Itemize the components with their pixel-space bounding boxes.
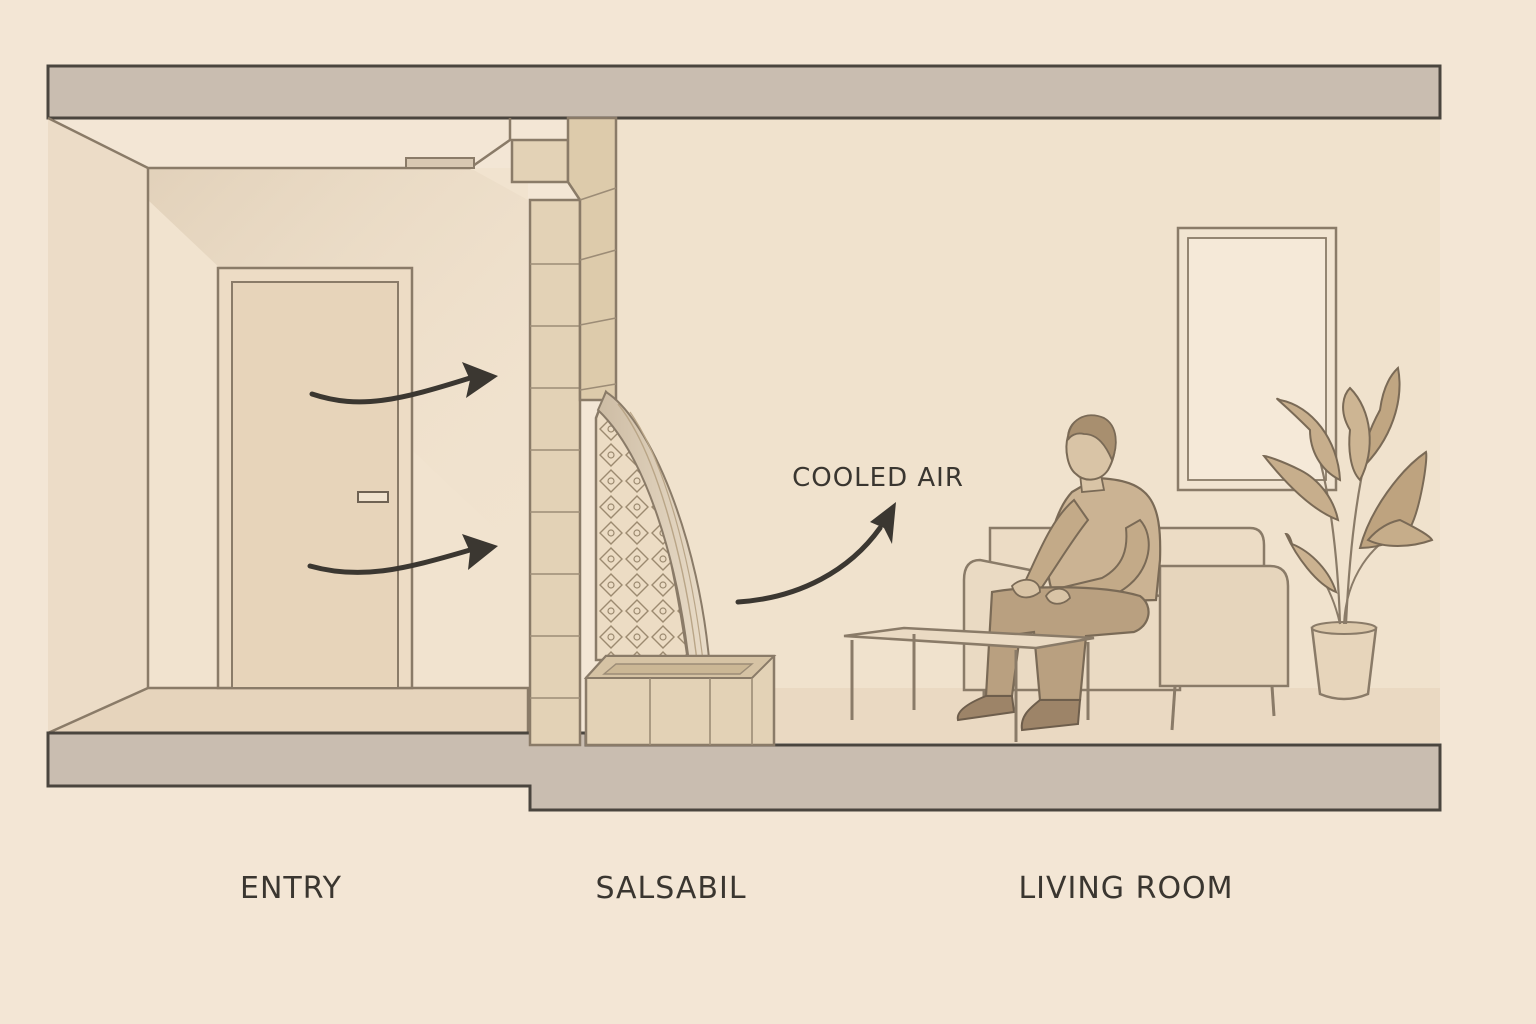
picture-frame: [1178, 228, 1336, 490]
entry-label: ENTRY: [240, 871, 342, 906]
salsabil-basin: [586, 656, 774, 745]
living-room-label: LIVING ROOM: [1018, 871, 1233, 906]
salsabil-label: SALSABIL: [595, 871, 746, 906]
cooled-air-label: COOLED AIR: [792, 463, 964, 493]
door-handle: [358, 492, 388, 502]
vent-grille: [406, 158, 474, 168]
entry-door: [218, 268, 412, 688]
